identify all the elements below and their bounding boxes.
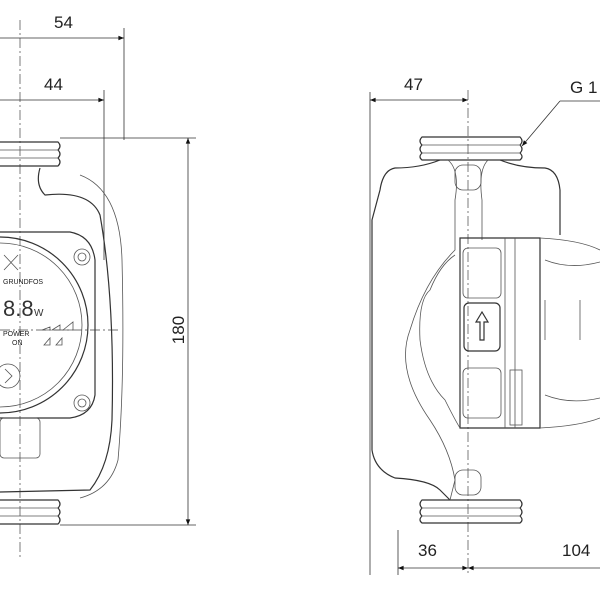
dim-44: 44 bbox=[44, 75, 63, 94]
power-label: POWER bbox=[3, 331, 29, 338]
pump-body bbox=[0, 167, 114, 493]
power-display: 8.8 bbox=[3, 296, 34, 321]
dim-36: 36 bbox=[418, 541, 437, 560]
dim-104: 104 bbox=[562, 541, 590, 560]
pump-housing bbox=[371, 159, 561, 501]
dim-47: 47 bbox=[404, 75, 423, 94]
brand-logo-text: GRUNDFOS bbox=[3, 279, 43, 286]
direction-arrow-box bbox=[463, 302, 501, 352]
on-label: ON bbox=[12, 340, 23, 347]
control-box bbox=[0, 231, 96, 419]
bottom-flange bbox=[419, 499, 523, 524]
bottom-flange bbox=[0, 499, 61, 525]
power-unit: W bbox=[34, 308, 44, 319]
dim-180: 180 bbox=[169, 316, 188, 344]
side-view: 47 G 1 36 104 bbox=[369, 75, 600, 575]
front-view: 54 44 180 GRUNDFOS 8.8 W POWER ON bbox=[0, 13, 196, 560]
mode-button bbox=[0, 363, 21, 389]
level-indicator bbox=[41, 321, 74, 331]
top-flange bbox=[0, 141, 61, 167]
top-flange bbox=[419, 136, 523, 161]
thread-leader bbox=[521, 100, 561, 147]
flow-arrow-icon bbox=[474, 310, 490, 341]
thread-label: G 1 bbox=[570, 78, 597, 97]
dim-54: 54 bbox=[54, 13, 73, 32]
